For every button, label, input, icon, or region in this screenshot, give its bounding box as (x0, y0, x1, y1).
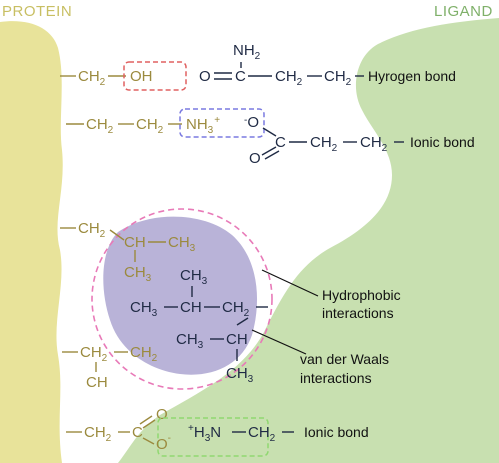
protein-carboxylate-c-atom: C (132, 424, 143, 441)
ligand-amide-c-atom: C (235, 68, 246, 85)
protein-ch3-atom: CH3 (124, 264, 152, 284)
protein-ch2-atom: CH2 (130, 344, 158, 364)
protein-ch2-atom: CH2 (86, 116, 114, 136)
ligand-carbonyl-o-atom: O (199, 68, 211, 85)
protein-ch2-atom: CH2 (80, 344, 108, 364)
hydrogen-bond-label: Hyrogen bond (368, 68, 456, 84)
protein-ch2-atom: CH2 (84, 424, 112, 444)
protein-ch-atom: CH (124, 234, 146, 251)
protein-ch3-atom: CH3 (168, 234, 196, 254)
hydrophobic-pocket (103, 216, 258, 375)
ionic-bond-row-bottom: CH2 C O O- +H3N CH2 Ionic bond (66, 406, 369, 457)
protein-carboxylate-o-atom: O (156, 406, 168, 423)
hydrogen-bond-row: CH2 OH O C NH2 CH2 CH2 Hyrogen bond (60, 42, 456, 91)
protein-oh-atom: OH (130, 68, 153, 85)
ligand-hydrophobic-group: CH3 CH3 CH CH2 (130, 267, 268, 319)
ligand-carboxylate-o-minus-atom: -O (244, 114, 259, 131)
vdw-label-line2: interactions (300, 370, 372, 386)
ligand-nh2-atom: NH2 (233, 42, 261, 62)
ligand-ch3-atom: CH3 (130, 299, 158, 319)
protein-hydrophobic-sidechain-bottom: CH2 CH2 CH (62, 344, 158, 391)
vdw-label-line1: van der Waals (300, 351, 389, 367)
ligand-ch3-atom: CH3 (180, 267, 208, 287)
ligand-vdw-group: CH3 CH CH3 (176, 317, 254, 385)
ligand-ch2-atom: CH2 (324, 68, 352, 88)
hydrophobic-label-line2: interactions (322, 305, 394, 321)
vdw-pointer (251, 329, 307, 355)
ligand-ch3-atom: CH3 (226, 365, 254, 385)
ligand-ch2-atom: CH2 (248, 424, 276, 444)
ligand-ch2-atom: CH2 (222, 299, 250, 319)
ionic-bond-label-bottom: Ionic bond (304, 424, 369, 440)
protein-ch2-atom: CH2 (78, 220, 106, 240)
ionic-bond-box-top (179, 108, 265, 138)
ionic-bond-row-top: CH2 CH2 NH3+ -O C O CH2 CH2 Ionic bond (66, 108, 475, 167)
ligand-amine-h3n-atom: +H3N (188, 423, 221, 444)
ionic-bond-box-bottom (157, 417, 269, 457)
ligand-region (118, 18, 499, 463)
protein-nh3-atom: NH3+ (186, 115, 220, 136)
ligand-carboxylate-o-atom: O (249, 150, 261, 167)
ligand-carboxylate-c-atom: C (275, 134, 286, 151)
hydrogen-bond-box (123, 61, 187, 91)
protein-region (0, 21, 63, 463)
protein-ch-atom: CH (86, 374, 108, 391)
ligand-ch-atom: CH (226, 331, 248, 348)
protein-header: PROTEIN (2, 3, 72, 20)
protein-hydrophobic-sidechain-top: CH2 CH CH3 CH3 (60, 220, 196, 284)
hydrophobic-label-line1: Hydrophobic (322, 287, 401, 303)
ionic-bond-label-top: Ionic bond (410, 134, 475, 150)
hydrophobic-pointer (261, 269, 319, 297)
ligand-header: LIGAND (434, 3, 493, 20)
hydrophobic-circle (91, 208, 273, 390)
ligand-ch2-atom: CH2 (310, 134, 338, 154)
ligand-ch3-atom: CH3 (176, 331, 204, 351)
protein-ch2-atom: CH2 (78, 68, 106, 88)
ligand-ch-atom: CH (180, 299, 202, 316)
ligand-ch2-atom: CH2 (360, 134, 388, 154)
protein-carboxylate-o-minus-atom: O- (156, 433, 171, 453)
protein-ch2-atom: CH2 (136, 116, 164, 136)
ligand-ch2-atom: CH2 (275, 68, 303, 88)
